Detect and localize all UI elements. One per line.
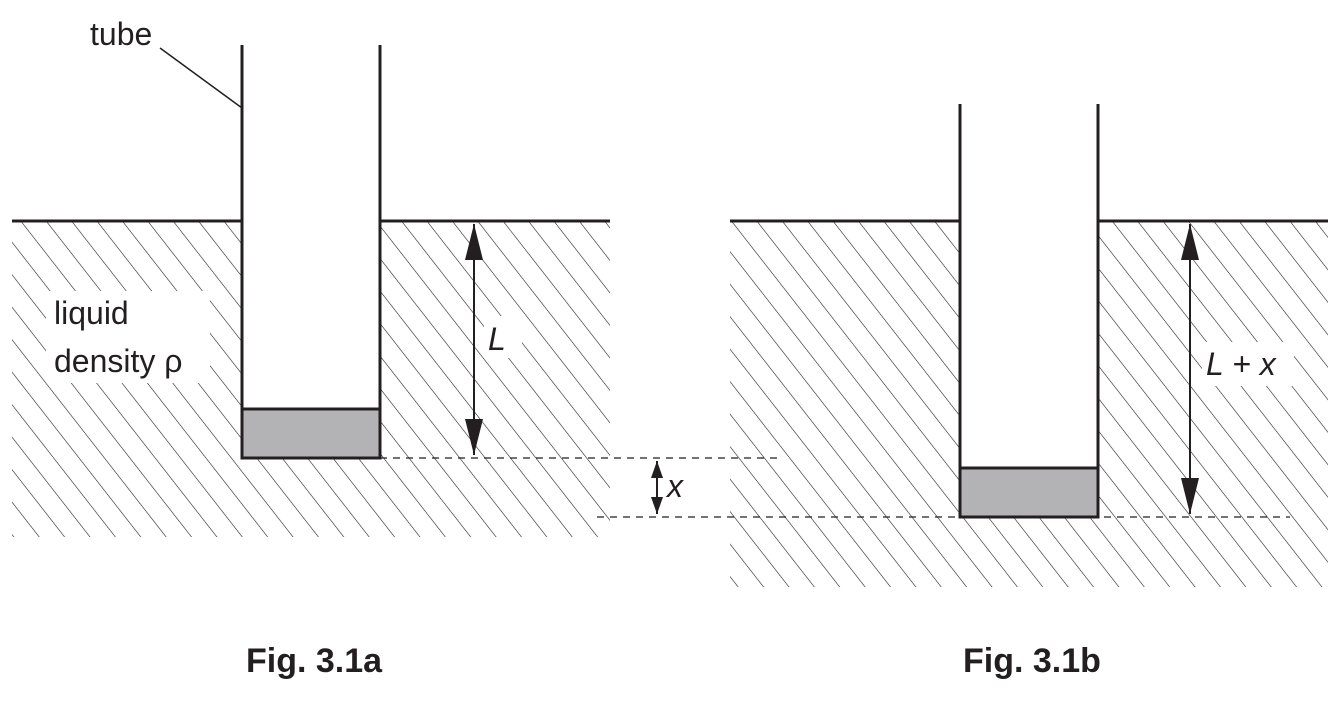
length-label-background-b bbox=[1202, 342, 1294, 386]
length-label-background-a bbox=[484, 316, 522, 358]
displacement-arrow-top-head bbox=[651, 461, 663, 478]
liquid-label-line1: liquid bbox=[54, 295, 129, 331]
length-arrow-b-top-head bbox=[1181, 224, 1199, 260]
length-arrow-a-top-head bbox=[465, 224, 483, 260]
tube-weight-a bbox=[240, 407, 382, 460]
liquid-label-line2: density ρ bbox=[54, 343, 182, 379]
figure-a: tube liquid density ρ L Fig. 3.1a bbox=[12, 16, 610, 680]
caption-b: Fig. 3.1b bbox=[963, 642, 1101, 680]
displacement-label: x bbox=[665, 468, 684, 504]
length-label-a: L bbox=[488, 321, 506, 357]
tube-leader-line bbox=[159, 47, 243, 109]
liquid-label-background bbox=[46, 291, 210, 383]
caption-a: Fig. 3.1a bbox=[246, 642, 383, 680]
figure-b: L + x Fig. 3.1b bbox=[730, 104, 1328, 680]
tube-label: tube bbox=[90, 16, 152, 52]
displacement-arrow-bottom-head bbox=[651, 497, 663, 514]
length-arrow-a-bottom-head bbox=[465, 419, 483, 455]
tube-weight-b bbox=[958, 466, 1100, 519]
length-label-b: L + x bbox=[1206, 346, 1277, 382]
length-arrow-b-bottom-head bbox=[1181, 478, 1199, 514]
